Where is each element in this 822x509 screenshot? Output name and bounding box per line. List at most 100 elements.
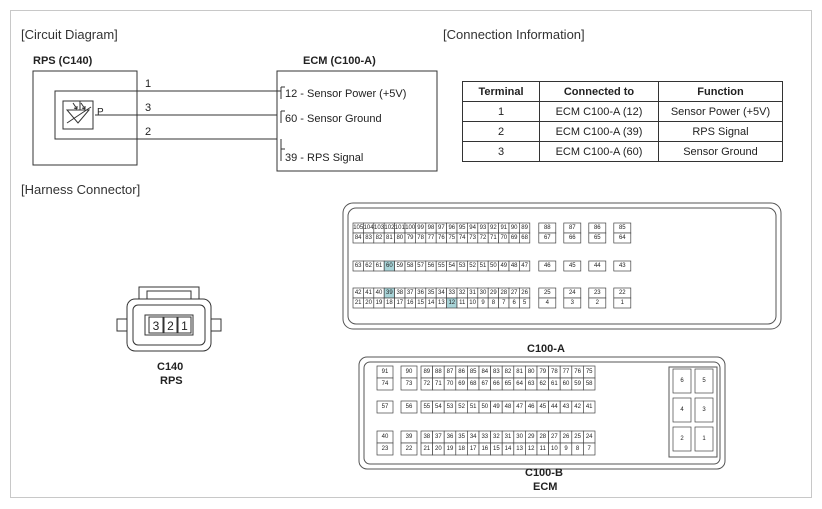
connection-table: Terminal Connected to Function 1 ECM C10… <box>462 81 783 162</box>
connector-pin: 65 <box>501 377 515 391</box>
connector-pin: 68 <box>467 377 480 391</box>
connector-pin: 77 <box>425 232 437 244</box>
connector-pin-number: 103 <box>374 225 385 231</box>
connector-pin-number: 39 <box>406 434 413 440</box>
connector-pin-number: 56 <box>428 263 435 269</box>
connector-pin-number: 16 <box>481 446 488 452</box>
connector-pin: 67 <box>478 377 491 391</box>
connector-pin: 18 <box>383 297 395 309</box>
connector-pin: 14 <box>501 442 515 456</box>
connector-pin-number: 58 <box>407 263 414 269</box>
connector-pin: 21 <box>352 297 364 309</box>
connector-pin: 25 <box>571 430 584 444</box>
connector-pin-number: 69 <box>511 235 518 241</box>
connector-pin: 59 <box>571 377 584 391</box>
connector-pin: 7 <box>583 442 596 456</box>
connector-pin: 105 <box>352 222 364 234</box>
sensor-pin-number: 3 <box>145 102 151 114</box>
connector-pin-number: 39 <box>386 290 393 296</box>
connector-pin-number: 2 <box>680 436 684 442</box>
connector-pin-number: 72 <box>480 235 487 241</box>
connector-pin-number: 102 <box>384 225 395 231</box>
circuit-diagram: P 1 3 2 12 - Sensor Power (+5V) 60 - Sen… <box>32 70 438 172</box>
connector-pin-number: 51 <box>480 263 487 269</box>
connector-pin-number: 47 <box>521 263 528 269</box>
connector-pin: 10 <box>467 297 479 309</box>
connector-pin-number: 25 <box>574 434 581 440</box>
table-header-row: Terminal Connected to Function <box>462 81 783 102</box>
connector-pin: 41 <box>583 400 596 414</box>
connector-pin-number: 85 <box>619 225 626 231</box>
connector-pin-number: 44 <box>551 404 558 410</box>
connector-pin: 37 <box>404 287 416 299</box>
connector-pin: 43 <box>613 260 632 272</box>
connector-pin: 32 <box>456 287 468 299</box>
connector-pin-number: 30 <box>516 434 523 440</box>
connector-pin-number: 61 <box>376 263 383 269</box>
connector-pin-number: 58 <box>586 381 593 387</box>
connector-pin-number: 50 <box>481 404 488 410</box>
connector-pin: 88 <box>538 222 557 234</box>
connector-pin: 78 <box>415 232 427 244</box>
connector-pin: 1 <box>694 426 714 452</box>
ecm-pin-row: 60 - Sensor Ground <box>280 110 382 125</box>
c100b-sublabel: ECM <box>533 481 558 493</box>
connector-pin-number: 67 <box>481 381 488 387</box>
connector-pin-number: 97 <box>438 225 445 231</box>
connector-pin: 49 <box>498 260 510 272</box>
connector-pin: 55 <box>420 400 433 414</box>
connector-pin-number: 47 <box>516 404 523 410</box>
connector-pin-number: 59 <box>396 263 403 269</box>
connector-pin-number: 19 <box>376 300 383 306</box>
connector-pin-number: 27 <box>551 434 558 440</box>
connector-pin: 91 <box>498 222 510 234</box>
connector-pin: 101 <box>394 222 405 234</box>
connector-pin: 9 <box>477 297 489 309</box>
c140-sublabel: RPS <box>160 375 183 387</box>
connector-pin-number: 77 <box>563 369 570 375</box>
connector-pin-number: 52 <box>458 404 465 410</box>
connector-pin-number: 32 <box>459 290 466 296</box>
connector-pin: 49 <box>490 400 503 414</box>
connector-pin: 71 <box>487 232 499 244</box>
connector-pin: 68 <box>519 232 531 244</box>
connector-pin: 93 <box>477 222 489 234</box>
connector-pin: 67 <box>538 232 557 244</box>
connector-pin: 38 <box>394 287 406 299</box>
ecm-pin-number: 12 <box>285 88 297 100</box>
connector-pin-number: 84 <box>355 235 362 241</box>
connector-pin: 3 <box>694 397 714 423</box>
connector-pin-number: 10 <box>551 446 558 452</box>
connector-pin-number: 63 <box>355 263 362 269</box>
connector-pin: 60 <box>559 377 573 391</box>
connector-pin: 34 <box>435 287 447 299</box>
connector-pin-number: 55 <box>423 404 430 410</box>
connector-pin: 17 <box>394 297 406 309</box>
connector-pin: 50 <box>487 260 499 272</box>
connector-pin-number: 17 <box>470 446 477 452</box>
connector-pin: 58 <box>404 260 416 272</box>
connector-pin: 53 <box>456 260 468 272</box>
connector-pin-number: 55 <box>438 263 445 269</box>
connector-pin: 22 <box>400 442 418 456</box>
connector-pin-number: 90 <box>406 369 413 375</box>
table-row: 3 ECM C100-A (60) Sensor Ground <box>462 141 783 162</box>
connector-pin-number: 77 <box>428 235 435 241</box>
connector-pin-number: 53 <box>459 263 466 269</box>
connector-pin: 78 <box>548 365 561 379</box>
connector-pin-number: 74 <box>382 381 389 387</box>
connector-pin-number: 60 <box>563 381 570 387</box>
connector-pin: 74 <box>376 377 394 391</box>
connector-pin-number: 32 <box>493 434 500 440</box>
connector-pin-number: 3 <box>702 407 706 413</box>
connector-pin-number: 28 <box>539 434 546 440</box>
connector-pin-number: 96 <box>448 225 455 231</box>
connector-pin-number: 81 <box>386 235 393 241</box>
connector-pin: 58 <box>583 377 596 391</box>
table-cell: Sensor Ground <box>658 141 783 162</box>
connector-pin-number: 45 <box>569 263 576 269</box>
connector-pin: 47 <box>513 400 526 414</box>
connector-pin-number: 56 <box>406 404 413 410</box>
c100b-label: C100-B <box>525 467 563 479</box>
connector-pin-number: 93 <box>480 225 487 231</box>
